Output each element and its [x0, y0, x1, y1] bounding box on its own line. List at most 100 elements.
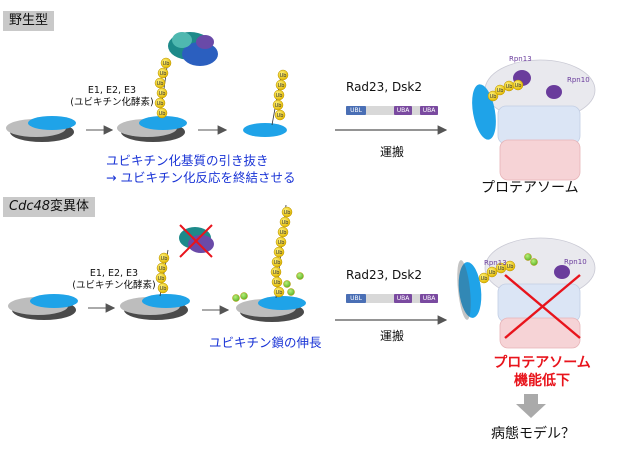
cdc48-complex [168, 32, 218, 66]
ubiquitin-bead: Ub [275, 79, 287, 91]
ubiquitin-bead: Ub [504, 260, 516, 272]
svg-text:Ub: Ub [163, 61, 170, 67]
svg-text:Ub: Ub [506, 84, 513, 90]
rpn13-label-top: Rpn13 [509, 55, 532, 63]
ubiquitin-bead: Ub [156, 87, 168, 99]
ubiquitin-bead: Ub [512, 79, 524, 91]
mutant-suffix: 変異体 [50, 199, 90, 214]
ub-fragment [296, 272, 304, 280]
enzymes-line1: E1, E2, E3 [87, 85, 137, 96]
svg-text:Ub: Ub [278, 83, 285, 89]
ub-fragment [287, 288, 295, 296]
domain-bar-top: UBL UBA UBA [346, 106, 438, 115]
enzymes-label-top: E1, E2, E3 (ユビキチン化酵素) [52, 85, 172, 109]
svg-text:Ub: Ub [273, 270, 280, 276]
extraction-text: ユビキチン化基質の引き抜き → ユビキチン化反応を終結させる [106, 152, 295, 186]
svg-text:Ub: Ub [497, 88, 504, 94]
ubiquitin-bead: Ub [275, 236, 287, 248]
enzymes-label-bottom: E1, E2, E3 (ユビキチン化酵素) [54, 268, 174, 292]
ubl-domain-b: UBL [346, 294, 366, 303]
carrier-label-bottom: Rad23, Dsk2 [346, 268, 423, 282]
ubiquitin-bead: Ub [274, 109, 286, 121]
ubiquitin-bead: Ub [271, 276, 283, 288]
svg-text:Ub: Ub [274, 280, 281, 286]
rpn10-label-top: Rpn10 [567, 76, 590, 84]
svg-text:Ub: Ub [276, 93, 283, 99]
svg-text:Ub: Ub [275, 103, 282, 109]
svg-text:Ub: Ub [276, 250, 283, 256]
svg-text:Ub: Ub [160, 286, 167, 292]
ub-fragment [283, 280, 291, 288]
cdc48-blocked [179, 224, 214, 258]
svg-text:Ub: Ub [161, 256, 168, 262]
uba-domain-2-b: UBA [420, 294, 438, 303]
svg-text:Ub: Ub [282, 220, 289, 226]
ubl-domain: UBL [346, 106, 366, 115]
ubiquitin-bead: Ub [157, 67, 169, 79]
ubiquitin-layer: UbUbUbUbUbUbUbUbUbUbUbUbUbUbUbUbUbUbUbUb… [154, 57, 538, 302]
impaired-line2: 機能低下 [514, 373, 570, 389]
section-label-wild-type: 野生型 [3, 11, 55, 31]
svg-text:Ub: Ub [159, 266, 166, 272]
svg-text:Ub: Ub [157, 101, 164, 107]
ubiquitin-bead: Ub [503, 80, 515, 92]
svg-text:Ub: Ub [274, 260, 281, 266]
proteasome-top [472, 59, 596, 181]
e3-complex-5 [236, 204, 306, 322]
domain-bar-bottom: UBL UBA UBA [346, 294, 438, 303]
ubiquitin-bead: Ub [273, 89, 285, 101]
ubiquitin-bead: Ub [277, 69, 289, 81]
ubiquitin-bead: Ub [157, 282, 169, 294]
svg-text:Ub: Ub [490, 94, 497, 100]
e3-complex-2 [117, 116, 187, 142]
svg-text:Ub: Ub [515, 83, 522, 89]
chain-elongation-text: ユビキチン鎖の伸長 [209, 335, 322, 350]
e3-complex-1 [6, 116, 76, 142]
section-label-mutant: Cdc48変異体 [3, 197, 96, 217]
ubiquitin-bead: Ub [160, 57, 172, 69]
svg-text:Ub: Ub [160, 71, 167, 77]
proteasome-bottom [457, 237, 596, 349]
ubiquitin-bead: Ub [273, 286, 285, 298]
enzymes-line1-b: E1, E2, E3 [89, 268, 139, 279]
svg-text:Ub: Ub [157, 81, 164, 87]
svg-text:Ub: Ub [280, 73, 287, 79]
carrier-label-top: Rad23, Dsk2 [346, 80, 423, 94]
svg-text:Ub: Ub [507, 264, 514, 270]
impaired-text: プロテアソーム 機能低下 [482, 354, 602, 390]
ubiquitin-bead: Ub [494, 84, 506, 96]
svg-text:Ub: Ub [489, 270, 496, 276]
ub-fragment [240, 292, 248, 300]
ubiquitin-bead: Ub [487, 90, 499, 102]
transport-label-top: 運搬 [380, 145, 405, 159]
svg-text:Ub: Ub [276, 290, 283, 296]
svg-text:Ub: Ub [481, 276, 488, 282]
proteasome-label: プロテアソーム [481, 180, 579, 196]
ubiquitin-bead: Ub [270, 266, 282, 278]
ubiquitin-bead: Ub [156, 107, 168, 119]
mutant-gene-name: Cdc48 [9, 199, 51, 214]
enzymes-line2-b: (ユビキチン化酵素) [72, 280, 156, 291]
down-arrow [516, 394, 546, 418]
ubiquitin-bead: Ub [154, 77, 166, 89]
ubiquitin-bead: Ub [478, 272, 490, 284]
ub-fragment [524, 253, 532, 261]
ubiquitin-bead: Ub [277, 226, 289, 238]
uba-domain-1-b: UBA [394, 294, 412, 303]
ubiquitin-bead: Ub [486, 266, 498, 278]
ubiquitin-bead: Ub [158, 252, 170, 264]
svg-text:Ub: Ub [498, 266, 505, 272]
transport-label-bottom: 運搬 [380, 329, 405, 343]
extraction-line1: ユビキチン化基質の引き抜き [106, 153, 269, 168]
ub-fragment [232, 294, 240, 302]
uba-domain-1: UBA [394, 106, 412, 115]
ubiquitin-bead: Ub [156, 262, 168, 274]
svg-text:Ub: Ub [278, 240, 285, 246]
ub-fragment [530, 258, 538, 266]
e3-complex-3 [8, 294, 78, 320]
rpn10-label-bottom: Rpn10 [564, 258, 587, 266]
svg-text:Ub: Ub [159, 111, 166, 117]
svg-text:Ub: Ub [284, 210, 291, 216]
